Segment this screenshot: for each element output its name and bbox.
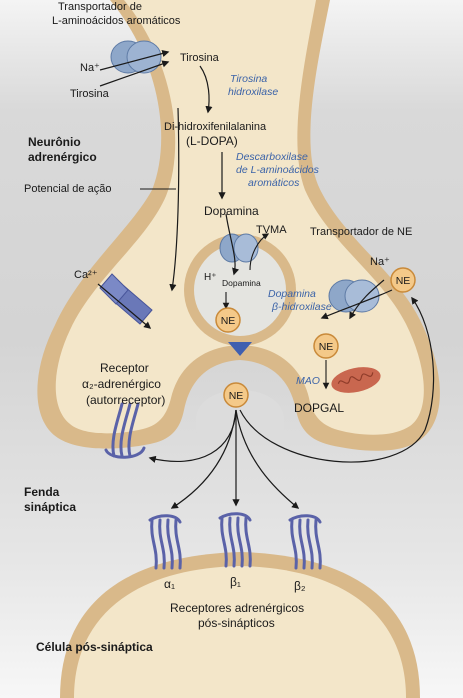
transporter-aa-label-2: L-aminoácidos aromáticos [52,15,181,27]
calcium-channel [99,273,153,325]
tvma-label: TVMA [256,224,287,236]
arrow-to-alpha1 [170,409,237,509]
postsynaptic-cell-cytoplasm [74,566,406,698]
mao-label: MAO [296,375,320,387]
svg-text:NE: NE [221,315,236,327]
tirosina-label: Tirosina [180,52,220,64]
alpha1-receptor [148,514,182,570]
beta1-receptor [218,512,252,568]
ne-cytoplasm: NE [313,333,339,359]
svg-text:NE: NE [319,341,334,353]
beta2-label: β₂ [294,579,306,593]
dopamine-small-label: Dopamina [222,278,261,288]
calcium-influx-arrow [97,283,152,329]
alpha2-autoreceptor [104,402,146,459]
dbh-label-1: Dopamina [268,288,316,300]
descarboxilase-1: Descarboxilase [236,151,308,163]
beta1-label: β₁ [230,575,241,589]
post-cell-label: Célula pós-sináptica [36,640,153,654]
svg-text:NE: NE [229,390,244,402]
cleft-label-2: sináptica [24,500,76,514]
dopgal-label: DOPGAL [294,401,344,415]
tirosina-arrow [99,60,170,87]
alpha1-label: α₁ [164,577,175,591]
na-arrow [99,49,170,71]
receptor-label-1: Receptor [100,361,149,375]
action-potential-label: Potencial de ação [24,183,111,195]
arrow-reuptake-loop [239,296,435,463]
ne-transporter [328,279,380,313]
descarboxilase-3: aromáticos [248,177,300,189]
receptor-label-2: α₂-adrenérgico [82,377,161,391]
release-arrow [228,342,252,356]
ne-released: NE [223,382,249,408]
mitochondrion [331,367,381,393]
descarboxilase-2: de L-aminoácidos [236,164,320,176]
tirosina-hidroxilase-1: Tirosina [230,73,267,85]
neuron-label-1: Neurônio [28,135,81,149]
ne-in-vesicle: NE [215,307,241,333]
arrow-to-beta2 [235,409,300,509]
ne-transporter-label: Transportador de NE [310,226,412,238]
h-plus-label: H⁺ [204,272,217,283]
vesicle-lumen [194,244,286,336]
tirosina-in-label: Tirosina [70,88,110,100]
na-right-label: Na⁺ [370,256,390,268]
na-top-label: Na⁺ [80,62,100,74]
svg-text:NE: NE [396,275,411,287]
dopamine-label: Dopamina [204,204,259,218]
transporter-aa-label-1: Transportador de [58,1,142,13]
aromatic-aa-transporter [110,40,162,74]
ldopa-label-1: Di-hidroxifenilalanina [164,121,267,133]
arrow-tyrosine-to-ldopa [199,65,213,114]
vmat-transporter [219,233,259,263]
cleft-label-1: Fenda [24,485,60,499]
action-potential-arrow [169,107,180,292]
calcium-label: Ca²⁺ [74,269,98,281]
release-pocket [196,390,284,438]
arrow-dopamine-into-vesicle [225,213,240,276]
tirosina-hidroxilase-2: hidroxilase [228,86,278,98]
post-receptors-label-2: pós-sinápticos [198,616,275,630]
ldopa-label-2: (L-DOPA) [186,134,238,148]
beta2-receptor [288,514,322,570]
na-in-arrow [349,279,385,320]
neuron-label-2: adrenérgico [28,150,97,164]
receptor-label-3: (autorreceptor) [86,393,165,407]
ne-reuptake-arrow [320,289,393,320]
arrow-h-out [249,233,270,271]
post-receptors-label-1: Receptores adrenérgicos [170,601,304,615]
ne-cleft-returning: NE [390,267,416,293]
dbh-label-2: β-hidroxilase [271,301,332,313]
